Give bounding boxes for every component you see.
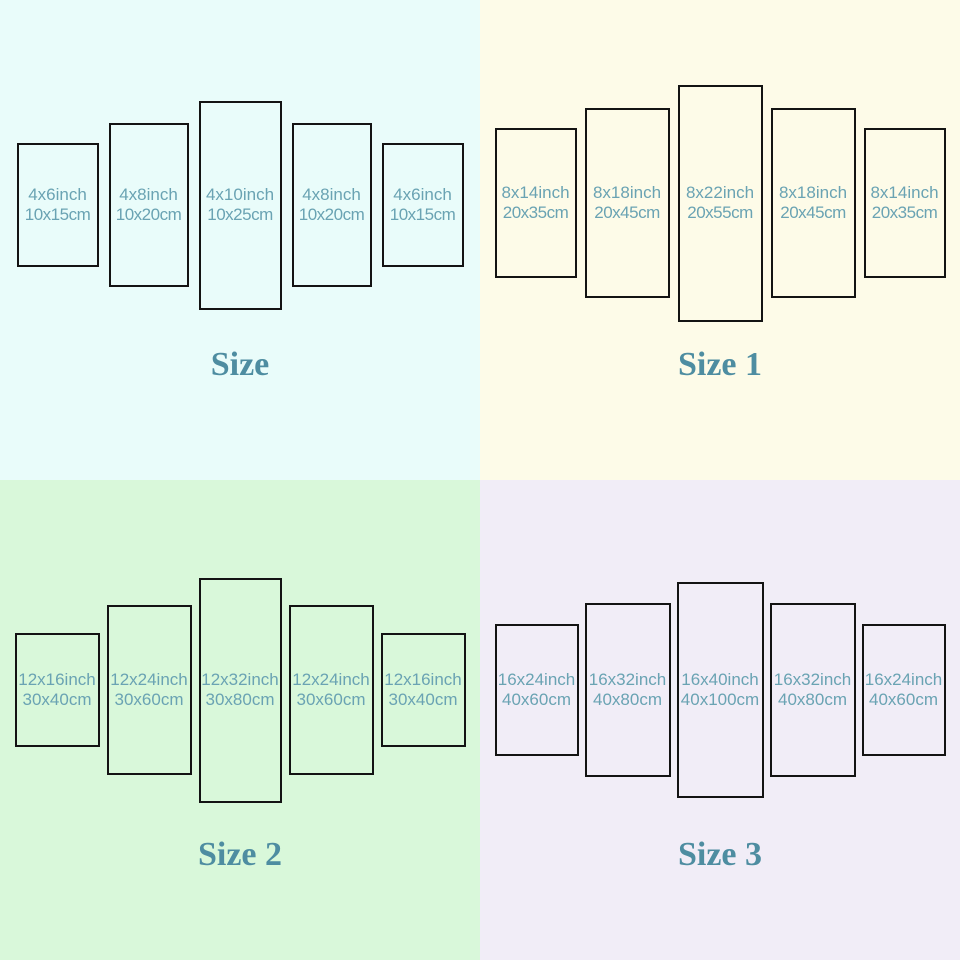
panel-size-cm: 30x80cm	[205, 690, 275, 709]
canvas-panel: 12x16inch 30x40cm	[14, 633, 100, 747]
panel-size-cm: 40x80cm	[778, 690, 847, 709]
canvas-panel: 16x32inch 40x80cm	[584, 603, 671, 777]
panel-group: 16x24inch 40x60cm 16x32inch 40x80cm 16x4…	[480, 540, 960, 840]
panel-size-cm: 30x60cm	[114, 690, 184, 709]
canvas-panel: 8x18inch 20x45cm	[584, 108, 670, 298]
panel-size-inch: 16x32inch	[588, 670, 667, 689]
canvas-panel: 12x24inch 30x60cm	[288, 605, 374, 775]
quadrant-title: Size	[210, 346, 270, 383]
panel-size-inch: 12x16inch	[18, 670, 96, 689]
canvas-panel: 16x24inch 40x60cm	[861, 624, 946, 756]
panel-size-cm: 30x60cm	[296, 690, 366, 709]
canvas-panel: 8x14inch 20x35cm	[494, 128, 577, 278]
panel-size-cm: 40x60cm	[869, 690, 938, 709]
quadrant-size-3: 16x24inch 40x60cm 16x32inch 40x80cm 16x4…	[480, 480, 960, 960]
panel-size-inch: 16x32inch	[773, 670, 852, 689]
panel-size-inch: 8x22inch	[685, 183, 755, 202]
panel-size-inch: 12x16inch	[384, 670, 462, 689]
canvas-panel: 16x24inch 40x60cm	[494, 624, 579, 756]
canvas-panel: 8x18inch 20x45cm	[770, 108, 856, 298]
canvas-panel: 4x8inch 10x20cm	[108, 123, 189, 287]
panel-size-inch: 12x32inch	[201, 670, 279, 689]
panel-size-cm: 40x60cm	[502, 690, 571, 709]
panel-size-cm: 20x55cm	[687, 203, 753, 222]
panel-group: 4x6inch 10x15cm 4x8inch 10x20cm 4x10inch…	[0, 55, 480, 355]
panel-size-cm: 10x25cm	[207, 205, 273, 224]
panel-size-inch: 4x8inch	[119, 185, 178, 204]
panel-size-inch: 16x40inch	[681, 670, 759, 689]
panel-size-cm: 10x20cm	[115, 205, 182, 224]
panel-group: 12x16inch 30x40cm 12x24inch 30x60cm 12x3…	[0, 540, 480, 840]
canvas-panel: 8x14inch 20x35cm	[863, 128, 946, 278]
panel-size-cm: 10x15cm	[24, 205, 91, 224]
panel-size-cm: 20x45cm	[780, 203, 846, 222]
panel-size-cm: 20x45cm	[594, 203, 660, 222]
quadrant-title: Size 3	[677, 836, 763, 873]
panel-size-inch: 4x6inch	[28, 185, 87, 204]
panel-size-inch: 4x8inch	[302, 185, 361, 204]
quadrant-size-2: 12x16inch 30x40cm 12x24inch 30x60cm 12x3…	[0, 480, 480, 960]
panel-size-inch: 8x18inch	[778, 183, 848, 202]
canvas-panel: 4x10inch 10x25cm	[198, 100, 282, 310]
panel-size-cm: 10x15cm	[389, 205, 456, 224]
panel-size-cm: 40x80cm	[593, 690, 662, 709]
canvas-panel: 16x40inch 40x100cm	[676, 582, 764, 798]
panel-size-cm: 40x100cm	[680, 690, 760, 709]
canvas-panel: 8x22inch 20x55cm	[677, 84, 763, 322]
panel-size-inch: 16x24inch	[497, 670, 576, 689]
panel-size-inch: 12x24inch	[292, 670, 370, 689]
canvas-panel: 12x24inch 30x60cm	[106, 605, 192, 775]
panel-size-cm: 20x35cm	[502, 203, 569, 222]
panel-group: 8x14inch 20x35cm 8x18inch 20x45cm 8x22in…	[480, 53, 960, 353]
canvas-panel: 12x32inch 30x80cm	[198, 577, 282, 803]
panel-size-inch: 12x24inch	[110, 670, 188, 689]
quadrant-title: Size 1	[677, 346, 763, 383]
canvas-panel: 4x8inch 10x20cm	[291, 123, 372, 287]
quadrant-size: 4x6inch 10x15cm 4x8inch 10x20cm 4x10inch…	[0, 0, 480, 480]
panel-size-cm: 10x20cm	[298, 205, 365, 224]
quadrant-size-1: 8x14inch 20x35cm 8x18inch 20x45cm 8x22in…	[480, 0, 960, 480]
canvas-panel: 4x6inch 10x15cm	[16, 143, 99, 267]
panel-size-cm: 30x40cm	[22, 690, 92, 709]
quadrant-title: Size 2	[197, 836, 283, 873]
panel-size-cm: 30x40cm	[388, 690, 458, 709]
panel-size-inch: 8x14inch	[870, 183, 939, 202]
canvas-panel: 16x32inch 40x80cm	[769, 603, 856, 777]
panel-size-inch: 8x14inch	[501, 183, 570, 202]
panel-size-inch: 8x18inch	[592, 183, 662, 202]
canvas-panel: 12x16inch 30x40cm	[380, 633, 466, 747]
canvas-panel: 4x6inch 10x15cm	[381, 143, 464, 267]
panel-size-inch: 4x10inch	[205, 185, 275, 204]
panel-size-cm: 20x35cm	[871, 203, 938, 222]
panel-size-inch: 4x6inch	[393, 185, 452, 204]
panel-size-inch: 16x24inch	[864, 670, 943, 689]
